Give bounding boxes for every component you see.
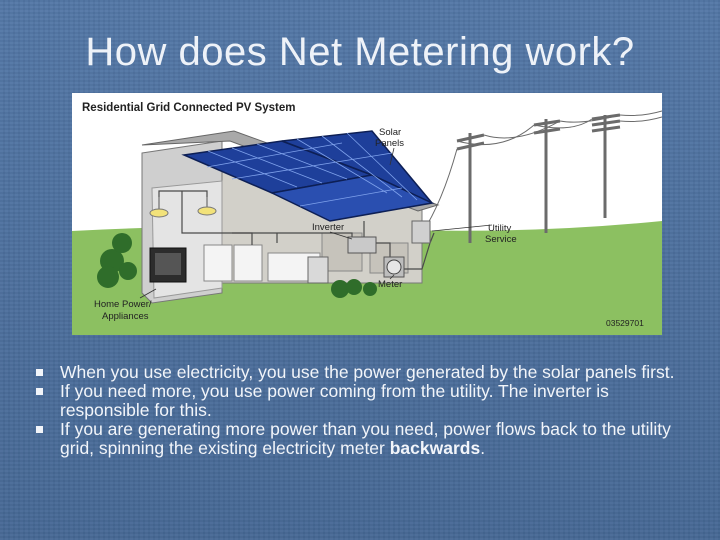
ceiling-lights bbox=[149, 197, 217, 218]
bullet-list: When you use electricity, you use the po… bbox=[36, 363, 696, 458]
meter bbox=[383, 256, 405, 278]
bullet-item: When you use electricity, you use the po… bbox=[36, 363, 696, 382]
square-bullet-icon bbox=[36, 388, 43, 395]
bullet-text: If you need more, you use power coming f… bbox=[60, 381, 609, 420]
bullet-text-end: . bbox=[480, 438, 486, 458]
label-utility-1: Utility bbox=[488, 223, 511, 234]
bullet-text: When you use electricity, you use the po… bbox=[60, 362, 675, 382]
label-inverter: Inverter bbox=[312, 222, 344, 233]
square-bullet-icon bbox=[36, 369, 43, 376]
label-solar-2: Panels bbox=[375, 138, 404, 149]
inverter-box bbox=[347, 236, 377, 254]
bullet-text-start: If you are generating more power than yo… bbox=[60, 419, 671, 458]
pv-system-diagram: Residential Grid Connected PV System bbox=[72, 93, 662, 335]
square-bullet-icon bbox=[36, 426, 43, 433]
label-home-2: Appliances bbox=[102, 311, 149, 322]
diagram-header: Residential Grid Connected PV System bbox=[82, 102, 295, 114]
utility-poles bbox=[456, 113, 621, 243]
bullet-item: If you need more, you use power coming f… bbox=[36, 382, 696, 420]
label-utility-2: Service bbox=[485, 234, 517, 245]
label-solar-1: Solar bbox=[379, 127, 401, 138]
label-home-1: Home Power/ bbox=[94, 299, 152, 310]
bullet-text-emphasis: backwards bbox=[389, 438, 481, 458]
solar-panels bbox=[181, 130, 435, 222]
bullet-item: If you are generating more power than yo… bbox=[36, 420, 696, 458]
shrubs bbox=[97, 233, 377, 298]
slide-title: How does Net Metering work? bbox=[85, 30, 635, 74]
label-code: 03529701 bbox=[606, 318, 644, 328]
label-meter: Meter bbox=[378, 279, 402, 290]
